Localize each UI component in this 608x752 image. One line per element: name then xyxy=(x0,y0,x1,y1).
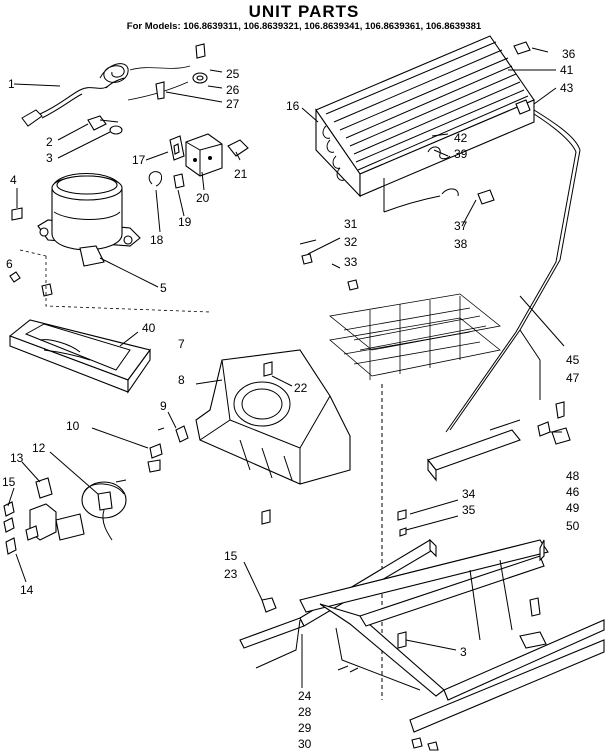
callout-42: 42 xyxy=(454,131,468,145)
callout-21: 21 xyxy=(234,167,248,181)
callout-1: 1 xyxy=(8,77,15,91)
callout-27: 27 xyxy=(226,97,240,111)
callout-7: 7 xyxy=(178,337,185,351)
screw-3b[interactable] xyxy=(397,631,407,649)
screw-22[interactable] xyxy=(263,361,273,377)
leader-lines xyxy=(7,47,565,688)
condenser-coil[interactable] xyxy=(315,35,535,213)
grommet-26[interactable] xyxy=(192,72,208,84)
callout-22: 22 xyxy=(294,381,308,395)
bracket-13[interactable] xyxy=(29,477,85,541)
callout-36: 36 xyxy=(562,47,576,61)
terminal-2[interactable] xyxy=(87,115,119,131)
callout-48: 48 xyxy=(566,469,580,483)
callout-40: 40 xyxy=(142,321,156,335)
clip-47[interactable] xyxy=(555,401,565,419)
compressor[interactable] xyxy=(37,173,141,267)
callout-2: 2 xyxy=(46,135,53,149)
callout-4: 4 xyxy=(10,173,17,187)
callout-6: 6 xyxy=(6,257,13,271)
refrigerant-tube xyxy=(519,329,541,400)
screw-36[interactable] xyxy=(513,41,531,55)
cover-21[interactable] xyxy=(227,139,249,157)
callout-31: 31 xyxy=(344,217,358,231)
callout-46: 46 xyxy=(566,485,580,499)
diagram-title: UNIT PARTS xyxy=(248,2,360,21)
callout-9: 9 xyxy=(160,399,167,413)
callout-35: 35 xyxy=(462,503,476,517)
callout-20: 20 xyxy=(196,191,210,205)
clip-18[interactable] xyxy=(148,171,163,187)
screw-4[interactable] xyxy=(11,200,23,221)
refrigerant-tube xyxy=(449,109,581,431)
refrigerant-tube xyxy=(445,113,577,433)
model-numbers: For Models: 106.8639311, 106.8639321, 10… xyxy=(126,21,482,32)
screw-23[interactable] xyxy=(261,509,277,613)
clip-3[interactable] xyxy=(109,125,123,135)
callout-17: 17 xyxy=(132,153,146,167)
parts-31-33[interactable] xyxy=(299,239,359,291)
screws-34-35[interactable] xyxy=(397,509,407,537)
callout-15-bottom: 15 xyxy=(224,549,238,563)
bolt-frame[interactable] xyxy=(529,597,541,617)
drain-trough[interactable] xyxy=(427,419,521,482)
callout-12: 12 xyxy=(32,441,46,455)
evaporator[interactable] xyxy=(329,293,501,700)
callout-33: 33 xyxy=(344,255,358,269)
callout-26: 26 xyxy=(226,83,240,97)
callout-34: 34 xyxy=(462,487,476,501)
screws-15-14[interactable] xyxy=(3,501,39,555)
power-cord[interactable] xyxy=(21,63,129,127)
leader-line xyxy=(19,249,47,257)
callout-49: 49 xyxy=(566,501,580,515)
callout-25: 25 xyxy=(226,67,240,81)
callout-19: 19 xyxy=(178,215,192,229)
wire xyxy=(129,65,191,71)
callout-41: 41 xyxy=(560,63,574,77)
callout-29: 29 xyxy=(298,721,312,735)
callout-24: 24 xyxy=(298,689,312,703)
screw-48[interactable] xyxy=(537,421,571,445)
callout-28: 28 xyxy=(298,705,312,719)
callout-39: 39 xyxy=(454,147,468,161)
nut-6[interactable] xyxy=(9,271,53,297)
callout-30: 30 xyxy=(298,737,312,751)
relay-20[interactable] xyxy=(185,133,223,177)
clip-43[interactable] xyxy=(515,99,531,115)
callout-37: 37 xyxy=(454,219,468,233)
callout-50: 50 xyxy=(566,519,580,533)
clip-19[interactable] xyxy=(173,173,185,189)
callout-47: 47 xyxy=(566,371,580,385)
callout-43: 43 xyxy=(560,81,574,95)
fan-blade-9[interactable] xyxy=(157,425,189,443)
callout-13: 13 xyxy=(10,451,24,465)
base-frame[interactable] xyxy=(239,538,605,733)
callout-3: 3 xyxy=(46,151,53,165)
callout-10: 10 xyxy=(66,419,80,433)
callout-32: 32 xyxy=(344,235,358,249)
clip-27[interactable] xyxy=(155,81,165,100)
callout-5: 5 xyxy=(160,281,167,295)
hardware-28-30[interactable] xyxy=(337,665,439,751)
callout-45: 45 xyxy=(566,353,580,367)
callout-18: 18 xyxy=(150,233,164,247)
callout-labels: 1 2 3 4 5 6 7 8 9 10 12 13 14 15 15 16 1… xyxy=(2,47,580,751)
callout-14: 14 xyxy=(20,583,34,597)
callout-8: 8 xyxy=(178,373,185,387)
callout-23: 23 xyxy=(224,567,238,581)
screw-25[interactable] xyxy=(195,43,206,59)
overload-protector-17[interactable] xyxy=(169,135,185,161)
clip-39[interactable] xyxy=(427,146,451,160)
drain-pan[interactable] xyxy=(8,319,151,394)
fan-bracket[interactable] xyxy=(195,349,351,485)
leader-line xyxy=(45,256,211,313)
callout-3-frame: 3 xyxy=(460,645,467,659)
callout-16: 16 xyxy=(286,99,300,113)
fan-motor-assembly-12[interactable] xyxy=(81,479,127,541)
clips-37[interactable] xyxy=(441,188,495,205)
fan-motor-10[interactable] xyxy=(147,443,163,473)
callout-38: 38 xyxy=(454,237,468,251)
callout-15-left: 15 xyxy=(2,475,16,489)
